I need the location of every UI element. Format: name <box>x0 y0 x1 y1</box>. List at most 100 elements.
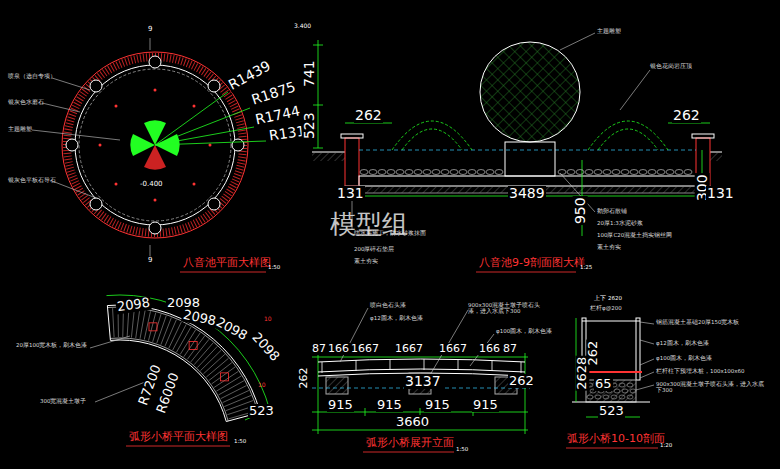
note-text: 2620 <box>608 295 622 301</box>
note-text: 主题雕塑 <box>597 28 621 34</box>
note-text: 3.400 <box>294 23 311 30</box>
dimension-text: 262 <box>672 108 701 123</box>
pebble <box>627 383 633 387</box>
pebble <box>585 170 593 175</box>
view-title: 10 <box>264 316 272 323</box>
note-text: 200厚碎石垫层 <box>354 246 395 252</box>
dimension-text: 87 <box>502 343 518 355</box>
pebble <box>450 170 458 175</box>
pebble <box>387 170 395 175</box>
note-text: 素土夯实 <box>354 258 378 264</box>
dimension-text: 166 <box>327 343 350 355</box>
note-text: 上下 <box>594 295 606 301</box>
pebble <box>369 170 377 175</box>
pebble <box>619 383 625 387</box>
dimension-text: 523 <box>302 111 317 140</box>
plank-line <box>221 386 247 399</box>
pebble <box>441 170 449 175</box>
note-text: 栏杆柱下预埋木桩，100x100x60 <box>656 368 745 374</box>
dimension-text: 262 <box>298 367 310 390</box>
pebble <box>405 170 413 175</box>
dimension-text: 87 <box>311 343 327 355</box>
view-title: 八音池平面大样图 <box>182 257 272 269</box>
dimension-text: 915 <box>327 398 354 412</box>
dimension-text: 2098 <box>248 329 282 365</box>
plank-line <box>140 310 145 339</box>
pebble <box>567 170 575 175</box>
pebble <box>558 170 566 175</box>
pebble <box>639 170 647 175</box>
pebble <box>614 389 620 393</box>
pebble <box>587 395 593 399</box>
pebble <box>477 170 485 175</box>
pebble <box>666 170 674 175</box>
note-text: 20厚1:3水泥砂浆 <box>597 220 643 226</box>
pebble <box>630 170 638 175</box>
view-title: 弧形小桥展开立面 <box>365 437 455 449</box>
pebble <box>396 170 404 175</box>
note-text: 20厚100宽木板，刷木色漆 <box>16 342 88 348</box>
dimension-text: 523 <box>598 404 625 418</box>
note-text: 1:20 <box>660 442 672 448</box>
plank-line <box>223 390 249 402</box>
dimension-text: 2098 <box>213 315 251 344</box>
pebble <box>595 395 601 399</box>
watermark: 模型组 <box>330 210 408 239</box>
plank-line <box>148 313 155 341</box>
dimension-text: 131 <box>336 186 365 201</box>
pebble <box>627 395 633 399</box>
note-text: 1:50 <box>268 264 280 270</box>
dimension-text: 166 <box>478 343 501 355</box>
note-text: 900x300混凝土墩子喷石头漆，进入水底下300 <box>468 302 552 314</box>
dimension-text: 262 <box>354 108 383 123</box>
pebble <box>594 170 602 175</box>
note-text: 喷白色石头漆 <box>370 302 406 308</box>
note-text: 9 <box>148 257 152 265</box>
plank-line <box>169 322 182 348</box>
note-text: 300宽混凝土墩子 <box>40 398 87 404</box>
note-text: 银色花岗岩压顶 <box>650 63 692 69</box>
note-text: 主题雕塑 <box>8 126 32 132</box>
pebble <box>621 170 629 175</box>
pebble <box>684 170 692 175</box>
plank-line <box>173 324 187 350</box>
pebble <box>648 170 656 175</box>
pebble <box>622 389 628 393</box>
dimension-text: 1667 <box>438 343 468 355</box>
note-text: 喷泉（选自专项） <box>8 73 56 79</box>
dimension-text: 131 <box>706 186 735 201</box>
pebble <box>486 170 494 175</box>
dimension-text: 1667 <box>350 343 380 355</box>
dimension-text: 915 <box>424 398 451 412</box>
dimension-text: 65 <box>594 377 613 391</box>
note-text: 1:50 <box>456 446 468 452</box>
dimension-text: 915 <box>472 398 499 412</box>
pebble <box>675 170 683 175</box>
pebble <box>630 389 636 393</box>
pebble <box>603 170 611 175</box>
dimension-text: 3489 <box>508 186 546 201</box>
note-text: 银灰色水磨石 <box>8 99 44 105</box>
view-title: 八音池9-9剖面图大样 <box>478 257 586 269</box>
rail-line <box>108 307 259 413</box>
dimension-text: 741 <box>302 59 317 88</box>
note-text: 栏杆φ@200 <box>590 305 622 311</box>
note-text: 1:25 <box>580 264 592 270</box>
dimension-text: 523 <box>248 404 275 418</box>
note-text: 900x300混凝土墩子喷石头漆，进入水底下300 <box>656 381 768 393</box>
dimension-arc <box>106 295 269 410</box>
pebble <box>432 170 440 175</box>
dimension-text: 950 <box>573 196 588 225</box>
pebble <box>360 170 368 175</box>
dimension-text: 262 <box>508 374 535 388</box>
note-text: 钢筋混凝土基础20厚150宽木板 <box>656 319 740 325</box>
note-text: φ12圆木，刷木色漆 <box>370 315 423 321</box>
note-text: 银灰色平板石导石 <box>8 177 56 183</box>
bridge-outline <box>107 305 260 422</box>
note-text: φ100圆木，刷木色漆 <box>656 355 712 361</box>
dimension-text: 262 <box>586 340 600 367</box>
plank-line <box>136 309 140 338</box>
dimension-text: 3137 <box>404 374 442 389</box>
pebble <box>468 170 476 175</box>
plank-line <box>165 320 177 347</box>
